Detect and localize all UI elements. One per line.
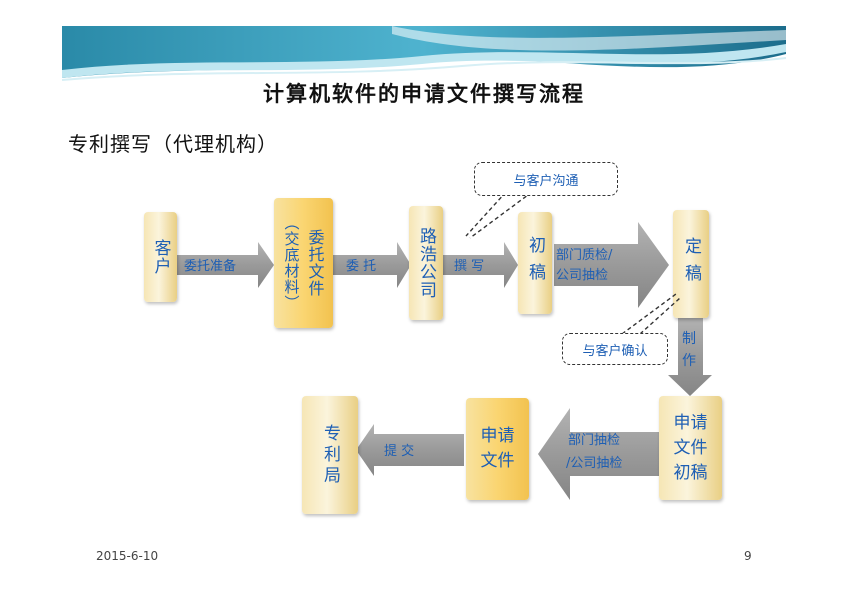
- callout-client-confirmation-text: 与客户确认: [582, 343, 648, 359]
- arrow-final-to-app-draft: [668, 316, 712, 396]
- arrow-client-to-docs: [176, 242, 274, 288]
- node-first-draft-label: 初稿: [525, 236, 545, 290]
- arrow-label-dept-qc-1: 部门质检/: [556, 248, 613, 263]
- node-luhao-company: 路浩公司: [409, 206, 443, 320]
- callout-pointers: [465, 191, 681, 335]
- slide: 计算机软件的申请文件撰写流程 专利撰写（代理机构）: [62, 26, 786, 574]
- arrow-label-prep: 委托准备: [184, 259, 237, 274]
- arrow-label-dept-sample-1: 部门抽检: [568, 433, 621, 448]
- node-application-docs: 申请文件: [466, 398, 529, 500]
- flow-arrows: [176, 222, 712, 500]
- callout-client-confirmation: 与客户确认: [562, 333, 668, 365]
- node-final-draft-label: 定稿: [681, 237, 701, 291]
- footer-date: 2015-6-10: [96, 549, 159, 563]
- callout-pointer-communication: [465, 191, 507, 237]
- header-banner: [62, 26, 786, 81]
- footer-page-number: 9: [744, 549, 752, 563]
- arrow-draft-to-final: [554, 222, 669, 308]
- arrow-docs-to-company: [333, 242, 411, 288]
- callout-pointer-communication-2: [469, 191, 533, 239]
- node-handover-materials-label: （交底材料）: [282, 215, 301, 311]
- node-entrusted-docs: 委托文件 （交底材料）: [274, 198, 333, 328]
- node-entrusted-docs-label: 委托文件: [305, 229, 325, 297]
- node-application-first-draft: 申请文件初稿: [659, 396, 722, 500]
- slide-subtitle: 专利撰写（代理机构）: [68, 132, 278, 156]
- node-first-draft: 初稿: [518, 212, 552, 314]
- arrow-label-dept-qc-2: 公司抽检: [556, 268, 609, 283]
- node-client: 客户: [144, 212, 177, 302]
- arrow-label-submit: 提 交: [384, 444, 415, 459]
- callout-client-communication: 与客户沟通: [474, 162, 618, 196]
- slide-title: 计算机软件的申请文件撰写流程: [263, 82, 585, 106]
- arrow-app-draft-to-app-docs: [538, 408, 659, 500]
- arrow-app-docs-to-office: [356, 424, 464, 476]
- node-final-draft: 定稿: [673, 210, 709, 318]
- callout-pointer-confirmation-2: [639, 297, 681, 335]
- node-patent-office-label: 专利局: [320, 423, 340, 487]
- node-luhao-company-label: 路浩公司: [416, 227, 436, 299]
- arrow-company-to-draft: [443, 242, 518, 288]
- arrow-label-write: 撰 写: [454, 259, 485, 274]
- node-application-first-draft-label: 申请文件初稿: [673, 412, 708, 483]
- arrow-label-produce: 制作: [682, 331, 696, 369]
- node-client-label: 客户: [150, 239, 171, 275]
- node-patent-office: 专利局: [302, 396, 358, 514]
- arrow-label-dept-sample-2: /公司抽检: [566, 456, 623, 471]
- node-application-docs-label: 申请文件: [480, 426, 515, 471]
- arrow-label-entrust: 委 托: [346, 259, 377, 274]
- callout-pointer-confirmation: [621, 293, 677, 335]
- callout-client-communication-text: 与客户沟通: [513, 173, 579, 189]
